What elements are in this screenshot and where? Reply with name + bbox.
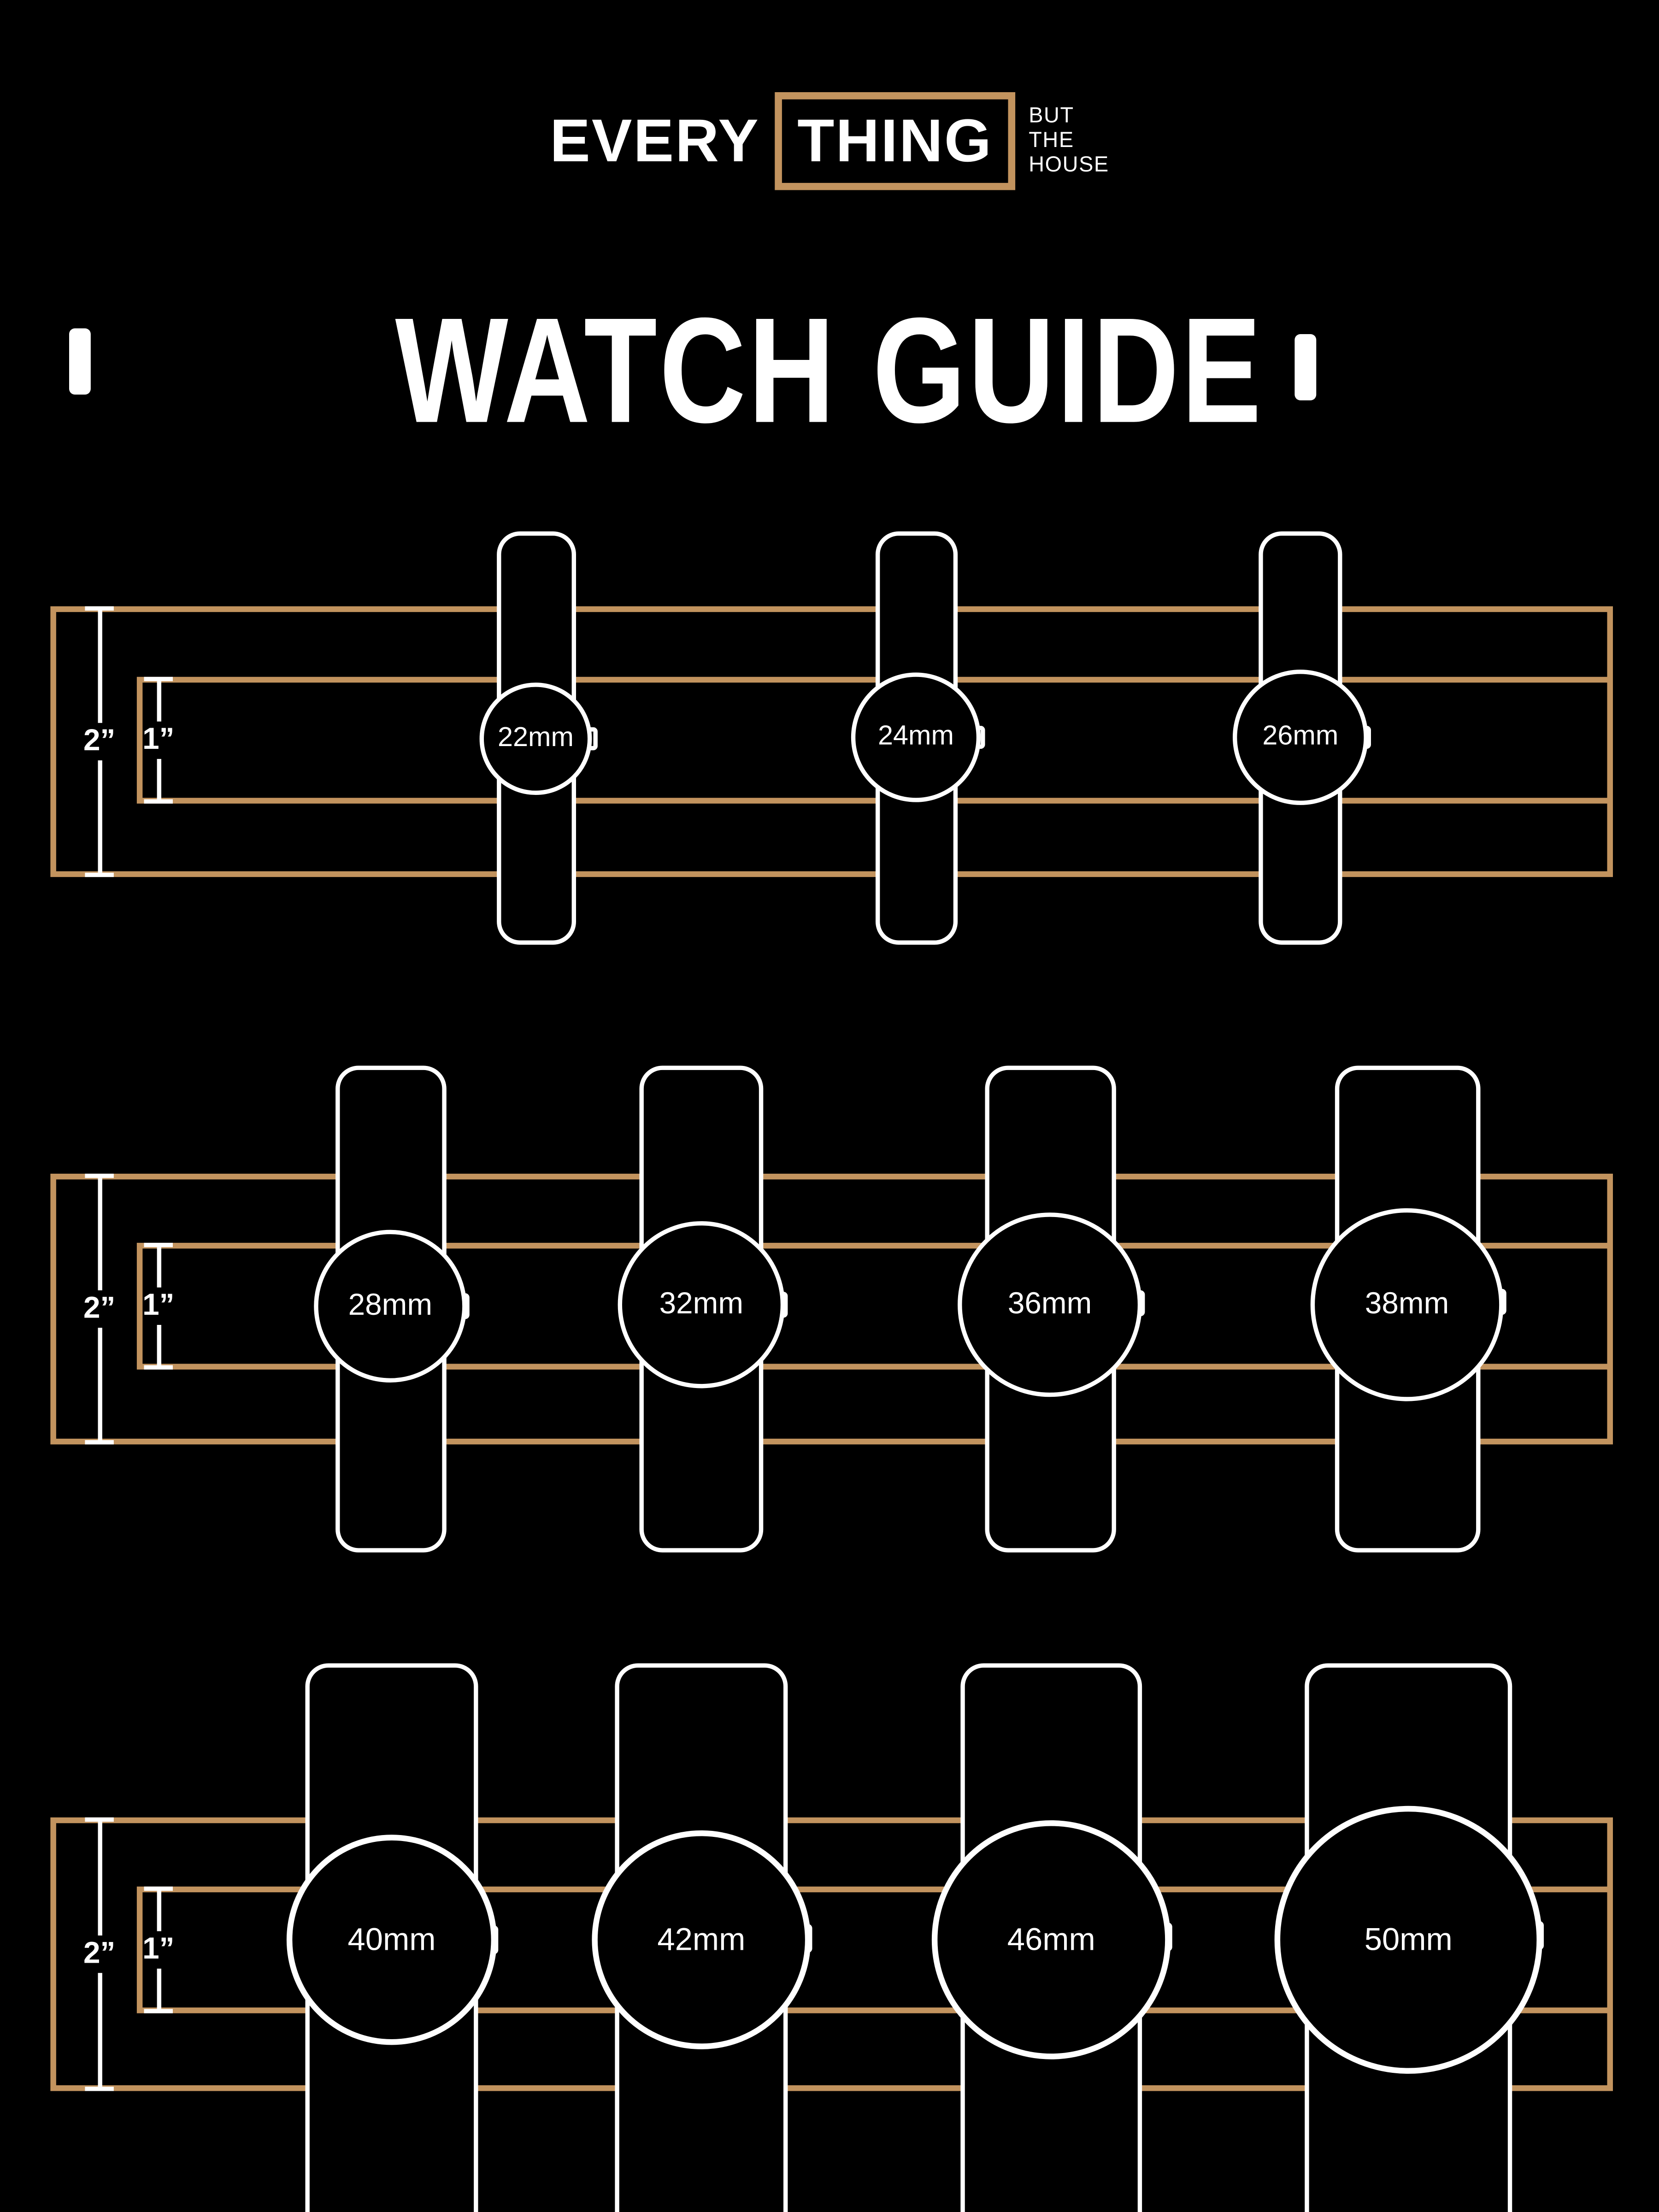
title-inch-mark-right	[1294, 334, 1317, 400]
watch-50mm-case: 50mm	[1274, 1806, 1542, 2074]
watch-size-label: 22mm	[497, 723, 574, 753]
watch-26mm-case: 26mm	[1233, 670, 1368, 805]
watch-size-label: 42mm	[657, 1921, 746, 1957]
dimension-tick-top	[85, 1817, 114, 1822]
watch-size-label: 32mm	[659, 1287, 744, 1321]
watch-size-label: 46mm	[1007, 1921, 1095, 1957]
dimension-tick-top	[144, 1886, 173, 1891]
dimension-line	[97, 1328, 102, 1440]
watch-42mm-case: 42mm	[592, 1830, 811, 2049]
dimension-line	[156, 1891, 161, 1931]
watch-36mm-case: 36mm	[958, 1212, 1142, 1397]
dimension-tick-bottom	[144, 799, 173, 804]
watch-size-label: 40mm	[347, 1921, 436, 1957]
dimension-line	[97, 760, 102, 873]
dimension-tick-bottom	[85, 2087, 114, 2091]
watch-size-label: 28mm	[348, 1288, 433, 1322]
dimension-1in: 1”	[140, 677, 177, 804]
dimension-line	[97, 1178, 102, 1290]
watch-22mm-case: 22mm	[479, 682, 592, 795]
dimension-line	[156, 681, 161, 722]
dimension-2in: 2”	[81, 1817, 118, 2091]
dimension-1in: 1”	[140, 1242, 177, 1370]
title-inch-mark-left	[69, 328, 91, 395]
logo-word-thing: THING	[797, 106, 993, 175]
dimension-2in: 2”	[81, 1173, 118, 1445]
dimension-2in: 2”	[81, 606, 118, 877]
ruler-band-1in	[136, 1242, 1613, 1370]
logo-word-every: EVERY	[550, 106, 760, 175]
dimension-line	[156, 1247, 161, 1288]
watch-size-label: 36mm	[1007, 1287, 1092, 1321]
watch-38mm-case: 38mm	[1310, 1208, 1504, 1401]
dimension-line	[97, 1822, 102, 1936]
page-title-text: WATCH GUIDE	[395, 288, 1264, 455]
logo-box: THING	[774, 92, 1016, 191]
watch-28mm-case: 28mm	[314, 1230, 467, 1382]
ruler-band-2in	[50, 606, 1613, 877]
dimension-tick-top	[85, 606, 114, 611]
watch-size-label: 26mm	[1262, 721, 1339, 752]
logo-tagline-line-2: THE	[1029, 128, 1074, 153]
dimension-label-2in: 2”	[83, 724, 116, 758]
dimension-tick-bottom	[85, 1440, 114, 1445]
watch-32mm-case: 32mm	[618, 1221, 785, 1388]
dimension-line	[156, 759, 161, 800]
logo-tagline-line-1: BUT	[1029, 104, 1074, 129]
dimension-1in: 1”	[140, 1886, 177, 2013]
dimension-label-1in: 1”	[142, 723, 175, 756]
dimension-label-2in: 2”	[83, 1937, 116, 1970]
watch-size-label: 24mm	[877, 721, 954, 752]
dimension-line	[97, 1973, 102, 2087]
ebth-logo: EVERY THING BUT THE HOUSE	[0, 92, 1659, 191]
dimension-tick-top	[144, 677, 173, 682]
watch-40mm-case: 40mm	[286, 1835, 497, 2045]
dimension-line	[156, 1968, 161, 2009]
dimension-line	[97, 611, 102, 723]
logo-tagline: BUT THE HOUSE	[1029, 104, 1109, 177]
watch-46mm-case: 46mm	[931, 1820, 1171, 2059]
dimension-label-1in: 1”	[142, 1288, 175, 1322]
watch-size-label: 38mm	[1365, 1287, 1449, 1321]
dimension-label-2in: 2”	[83, 1292, 116, 1325]
dimension-tick-top	[144, 1242, 173, 1247]
dimension-tick-top	[85, 1173, 114, 1178]
watch-size-label: 50mm	[1364, 1921, 1453, 1957]
dimension-tick-bottom	[144, 2009, 173, 2013]
logo-tagline-line-3: HOUSE	[1029, 152, 1109, 177]
dimension-tick-bottom	[85, 872, 114, 877]
page-title: WATCH GUIDE	[0, 297, 1659, 447]
ruler-band-1in	[136, 1886, 1613, 2013]
watch-24mm-case: 24mm	[851, 672, 981, 802]
dimension-tick-bottom	[144, 1365, 173, 1370]
dimension-line	[156, 1325, 161, 1365]
dimension-label-1in: 1”	[142, 1932, 175, 1966]
